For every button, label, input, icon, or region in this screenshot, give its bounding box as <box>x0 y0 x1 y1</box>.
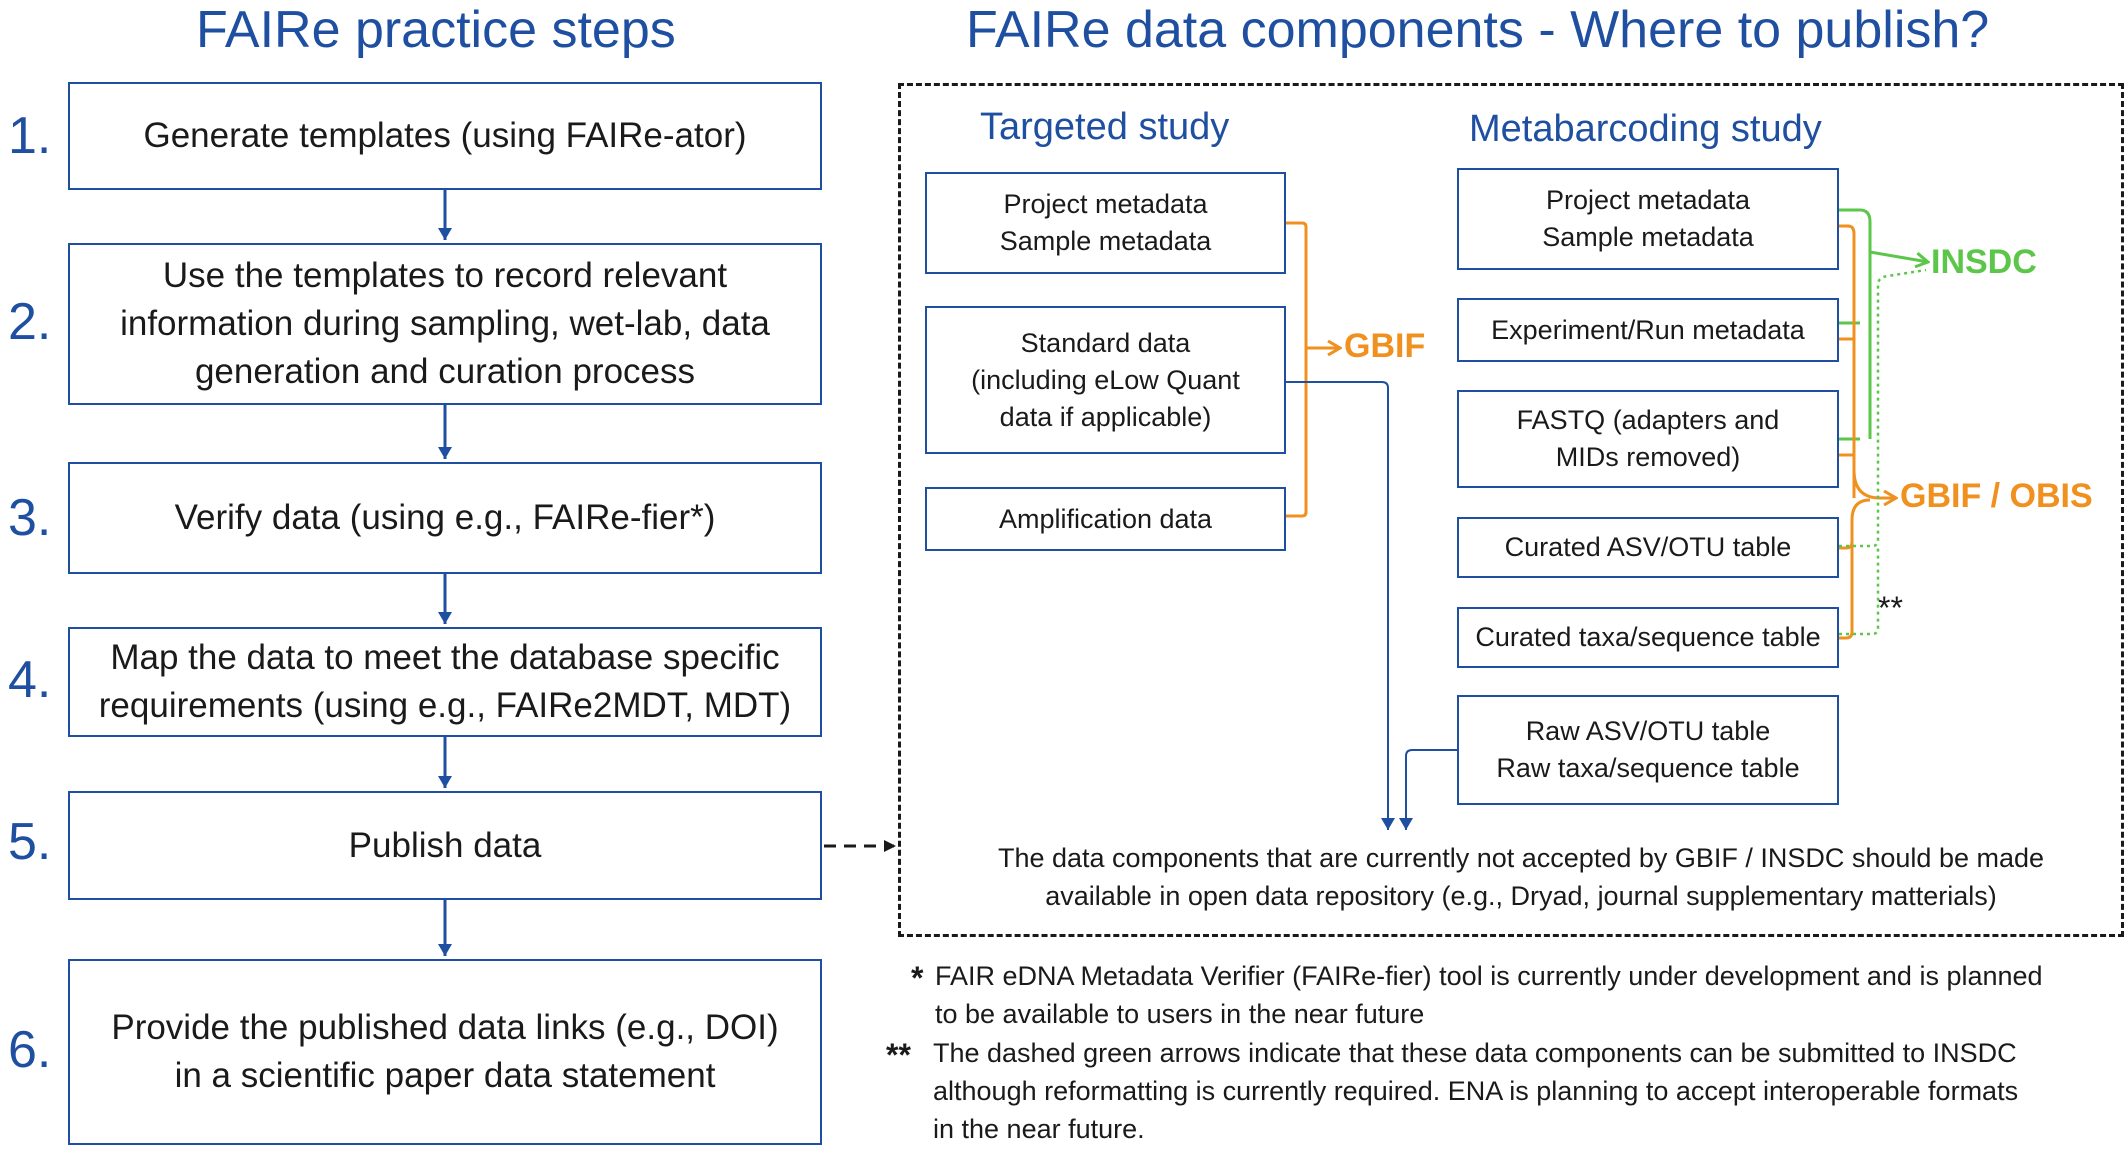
metabarcoding-box-5-line-1: Curated taxa/sequence table <box>1475 622 1821 652</box>
step-5-text: Publish data <box>348 825 542 865</box>
step-3-box: Verify data (using e.g., FAIRe-fier*) <box>68 462 822 574</box>
step-2-line-3: generation and curation process <box>194 352 696 391</box>
step-2-line-1: Use the templates to record relevant <box>162 256 728 295</box>
step-1-text: Generate templates (using FAIRe-ator) <box>143 116 747 155</box>
targeted-box-1-line-2: Sample metadata <box>999 226 1212 256</box>
metabarcoding-curated-taxa-sequence-box: Curated taxa/sequence table <box>1457 607 1839 668</box>
targeted-to-gbif-connector <box>1286 221 1340 518</box>
footnote-1-mark: * <box>911 960 924 996</box>
metabarcoding-box-1-line-2: Sample metadata <box>1542 222 1754 252</box>
metabarcoding-project-sample-metadata-box: Project metadata Sample metadata <box>1457 168 1839 270</box>
step-2-box: Use the templates to record relevant inf… <box>68 243 822 405</box>
repository-note: The data components that are currently n… <box>921 839 2121 915</box>
curated-to-insdc-dotted-connector <box>1839 268 1927 636</box>
step-5-number: 5. <box>8 813 52 871</box>
gbif-label: GBIF <box>1344 327 1426 365</box>
double-star-label: ** <box>1878 590 1903 626</box>
metabarcoding-box-6-line-1: Raw ASV/OTU table <box>1525 716 1771 746</box>
metabarcoding-box-4-line-1: Curated ASV/OTU table <box>1504 532 1792 562</box>
footnote-2-mark: ** <box>886 1037 911 1073</box>
components-frame <box>898 83 2124 937</box>
step-1-number: 1. <box>8 107 52 165</box>
metabarcoding-fastq-box: FASTQ (adapters and MIDs removed) <box>1457 390 1839 488</box>
footnote-1: * FAIR eDNA Metadata Verifier (FAIRe-fie… <box>911 957 2115 1033</box>
metabarcoding-box-2-line-1: Experiment/Run metadata <box>1491 314 1805 345</box>
repository-note-line-2: available in open data repository (e.g.,… <box>1045 881 1997 911</box>
footnote-1-line-1: FAIR eDNA Metadata Verifier (FAIRe-fier)… <box>935 961 2043 991</box>
step-4-line-2: requirements (using e.g., FAIRe2MDT, MDT… <box>98 686 792 725</box>
step-3-text: Verify data (using e.g., FAIRe-fier*) <box>174 498 716 537</box>
step-4-number: 4. <box>8 651 52 709</box>
targeted-box-3-line-1: Amplification data <box>998 503 1213 534</box>
step-3-number: 3. <box>8 489 52 547</box>
metabarcoding-raw-tables-box: Raw ASV/OTU table Raw taxa/sequence tabl… <box>1457 695 1839 805</box>
metabarcoding-study-title: Metabarcoding study <box>1469 108 1822 150</box>
right-heading: FAIRe data components - Where to publish… <box>966 1 1990 59</box>
step-6-number: 6. <box>8 1021 52 1079</box>
step-6-line-2: in a scientific paper data statement <box>174 1056 716 1095</box>
targeted-box-2-line-3: data if applicable) <box>999 401 1212 432</box>
targeted-box-2-line-1: Standard data <box>1020 327 1191 358</box>
gbif-obis-label: GBIF / OBIS <box>1900 477 2093 515</box>
metabarcoding-box-3-line-1: FASTQ (adapters and <box>1516 405 1780 435</box>
step-6-box: Provide the published data links (e.g., … <box>68 959 822 1145</box>
metabarcoding-box-6-line-2: Raw taxa/sequence table <box>1496 753 1800 783</box>
step-2-line-2: information during sampling, wet-lab, da… <box>120 304 770 343</box>
footnote-2: ** The dashed green arrows indicate that… <box>886 1034 2118 1148</box>
step-4-line-1: Map the data to meet the database specif… <box>110 638 780 677</box>
metabarcoding-to-gbif-obis-connector <box>1839 224 1896 640</box>
metabarcoding-box-3-line-2: MIDs removed) <box>1555 442 1741 472</box>
footnote-2-line-2: although reformatting is currently requi… <box>933 1076 2019 1106</box>
insdc-label: INSDC <box>1931 243 2037 281</box>
raw-tables-to-repository-arrow <box>1399 749 1457 830</box>
targeted-box-2-line-2: (including eLow Quant <box>971 364 1240 395</box>
footnote-1-line-2: to be available to users in the near fut… <box>935 999 1425 1029</box>
step-2-number: 2. <box>8 293 52 351</box>
repository-note-line-1: The data components that are currently n… <box>997 843 2045 873</box>
step-1-box: Generate templates (using FAIRe-ator) <box>68 82 822 190</box>
metabarcoding-curated-asv-otu-box: Curated ASV/OTU table <box>1457 517 1839 578</box>
step-6-line-1: Provide the published data links (e.g., … <box>111 1008 779 1047</box>
metabarcoding-box-1-line-1: Project metadata <box>1545 185 1751 215</box>
standard-data-to-repository-arrow <box>1286 381 1395 830</box>
step-4-box: Map the data to meet the database specif… <box>68 627 822 737</box>
step-5-box: Publish data <box>68 791 822 900</box>
targeted-amplification-data-box: Amplification data <box>925 487 1286 551</box>
targeted-project-sample-metadata-box: Project metadata Sample metadata <box>925 172 1286 274</box>
footnote-2-line-1: The dashed green arrows indicate that th… <box>933 1038 2017 1068</box>
metabarcoding-to-insdc-connector <box>1839 208 1928 441</box>
targeted-box-1-line-1: Project metadata <box>1003 189 1208 219</box>
targeted-standard-data-box: Standard data (including eLow Quant data… <box>925 306 1286 454</box>
metabarcoding-experiment-run-metadata-box: Experiment/Run metadata <box>1457 298 1839 362</box>
left-heading: FAIRe practice steps <box>196 1 676 59</box>
targeted-study-title: Targeted study <box>980 106 1230 148</box>
footnote-2-line-3: in the near future. <box>933 1114 1145 1144</box>
